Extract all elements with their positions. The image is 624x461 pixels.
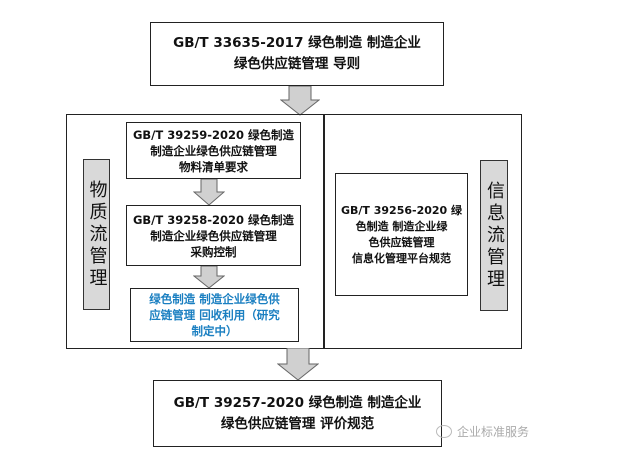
arrow-down-icon: [277, 348, 319, 381]
text-line: 物料清单要求: [179, 159, 248, 174]
watermark: 企业标准服务: [436, 423, 529, 440]
text-line: GB/T 39259-2020 绿色制造: [132, 127, 295, 142]
arrow-down-icon: [280, 86, 320, 116]
bottom-standard-box: GB/T 39257-2020 绿色制造 制造企业 绿色供应链管理 评价规范: [153, 380, 442, 447]
text-line: 制造企业绿色供应链管理: [150, 143, 277, 158]
text-line: 应链管理 回收利用（研究: [149, 308, 280, 322]
text-line: 信息化管理平台规范: [352, 251, 451, 265]
text-line: GB/T 39258-2020 绿色制造: [132, 212, 295, 227]
text-line: GB/T 39257-2020 绿色制造 制造企业: [173, 394, 422, 411]
top-standard-box: GB/T 33635-2017 绿色制造 制造企业 绿色供应链管理 导则: [150, 22, 444, 86]
text-line: 制定中）: [191, 324, 238, 338]
text-line: 制造企业绿色供应链管理: [150, 228, 277, 243]
information-flow-label: 信息流管理: [480, 160, 508, 311]
recycling-standard-box: 绿色制造 制造企业绿色供 应链管理 回收利用（研究 制定中）: [130, 288, 299, 342]
standard-box-39259: GB/T 39259-2020 绿色制造 制造企业绿色供应链管理 物料清单要求: [126, 122, 301, 179]
arrow-down-icon: [193, 179, 225, 206]
divider: [323, 114, 325, 349]
text-line: 色供应链管理: [368, 235, 435, 249]
text-line: GB/T 39256-2020 绿: [340, 203, 463, 217]
text-line: GB/T 33635-2017 绿色制造 制造企业: [173, 35, 421, 51]
text-line: 绿色供应链管理 评价规范: [220, 415, 375, 432]
text-line: 采购控制: [190, 244, 237, 259]
text-line: 绿色供应链管理 导则: [233, 56, 361, 72]
material-flow-label: 物质流管理: [83, 159, 110, 310]
wechat-icon: [436, 425, 452, 438]
arrow-down-icon: [193, 266, 225, 289]
text-line: 绿色制造 制造企业绿色供: [149, 292, 280, 306]
standard-box-39258: GB/T 39258-2020 绿色制造 制造企业绿色供应链管理 采购控制: [126, 205, 301, 266]
text-line: 色制造 制造企业绿: [355, 219, 448, 233]
standard-box-39256: GB/T 39256-2020 绿 色制造 制造企业绿 色供应链管理 信息化管理…: [335, 173, 468, 296]
